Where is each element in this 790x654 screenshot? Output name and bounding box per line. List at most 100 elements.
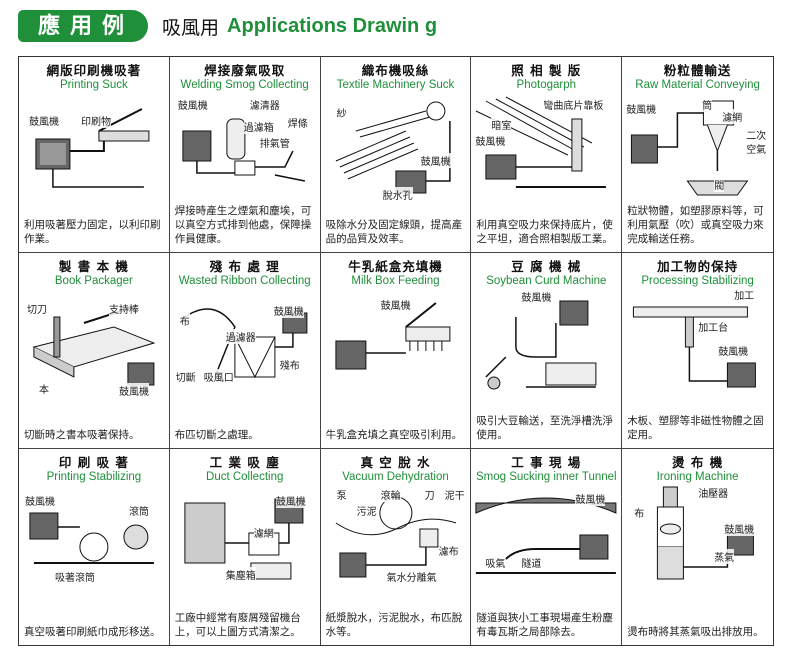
cell-description: 燙布時將其蒸氣吸出排放用。 (627, 626, 764, 638)
label-filter-cloth: 濾布 (438, 543, 459, 558)
label-cloth: 布 (634, 505, 645, 520)
label-scrap-cloth: 殘布 (279, 357, 300, 372)
cell-description: 粒狀物體，如塑膠原料等，可利用氣壓（吹）或真空吸力來完成輸送任務。 (627, 205, 764, 245)
label-blower: 鼓風機 (475, 133, 506, 148)
label-blower: 鼓風機 (626, 101, 657, 116)
label-dust-box: 集塵箱 (225, 567, 256, 582)
cell-title-en: Textile Machinery Suck (336, 79, 455, 91)
label-blower: 鼓風機 (380, 297, 411, 312)
cell-title-zh: 製 書 本 機 (58, 259, 129, 274)
label-tunnel: 隧道 (521, 555, 542, 570)
cell-description: 工廠中經常有廢屑殘留機台上，可以上圖方式清潔之。 (174, 612, 301, 638)
label-blower: 鼓風機 (273, 303, 304, 318)
milk-box-illustration (325, 287, 467, 397)
label-blower: 鼓風機 (718, 343, 749, 358)
label-welding-rod: 焊條 (287, 115, 308, 130)
label-book: 本 (39, 381, 49, 396)
cell-title-zh: 加工物的保持 (657, 259, 739, 274)
label-workpiece: 加工 (734, 287, 755, 302)
cell-raw-material: 粉粒體輸送 Raw Material Conveying 筒 鼓風機 濾網 二次… (622, 57, 773, 253)
label-yarn: 紗 (336, 105, 347, 120)
cell-title-zh: 印 刷 吸 著 (58, 455, 129, 470)
header-title-zh: 吸風用 (162, 16, 220, 39)
cell-photograph: 照 相 製 版 Photogarph 彎曲底片靠板 暗室 鼓風機 利用真空吸力來… (471, 57, 623, 253)
cell-title-zh: 網版印刷機吸著 (46, 63, 142, 78)
label-steam: 蒸氣 (714, 549, 735, 564)
label-cylinder: 筒 (702, 97, 713, 112)
label-blade: 刀 (424, 487, 435, 502)
cell-title-en: Welding Smog Collecting (180, 79, 309, 91)
cell-title-en: Raw Material Conveying (635, 79, 760, 91)
page-header: 應用例 吸風用 Applications Drawin g (18, 8, 437, 44)
label-air: 空氣 (746, 141, 767, 156)
cell-title-en: Wasted Ribbon Collecting (178, 275, 311, 287)
cell-title-en: Processing Stabilizing (641, 275, 754, 287)
label-secondary: 二次 (746, 127, 767, 142)
cell-vacuum-dehydration: 真 空 脫 水 Vacuum Dehydration 泵 滾輪 刀 泥干 污泥 … (321, 449, 472, 645)
cell-wasted-ribbon: 殘 布 處 理 Wasted Ribbon Collecting 鼓風機 布 過… (169, 253, 321, 449)
cell-title-en: Soybean Curd Machine (486, 275, 607, 287)
cell-title-en: Ironing Machine (656, 471, 739, 483)
label-blower: 鼓風機 (119, 383, 149, 398)
cell-title-zh: 焊接廢氣吸取 (204, 63, 286, 78)
label-roller: 滾筒 (129, 503, 149, 518)
cell-title-en: Milk Box Feeding (351, 275, 440, 287)
label-print-material: 印刷物 (81, 113, 111, 128)
cell-description: 吸引大豆輸送，至洗淨槽洗淨使用。 (476, 415, 613, 441)
cell-title-zh: 真 空 脫 水 (360, 455, 431, 470)
wasted-ribbon-illustration (174, 287, 316, 397)
label-blower: 鼓風機 (575, 491, 606, 506)
label-filter: 濾清器 (249, 97, 280, 112)
cell-processing-stabilizing: 加工物的保持 Processing Stabilizing 加工 加工台 鼓風機… (622, 253, 773, 449)
cell-book-packager: 製 書 本 機 Book Packager 切刀 支持棒 本 鼓風機 切斷時之書… (19, 253, 170, 449)
label-cut: 切斷 (175, 369, 196, 384)
cell-duct-collecting: 工 業 吸 塵 Duct Collecting 鼓風機 濾網 集塵箱 工廠中經常… (170, 449, 321, 645)
label-separator: 氣水分離氣 (386, 569, 437, 584)
label-support-rod: 支持棒 (109, 301, 139, 316)
section-badge: 應用例 (18, 10, 149, 42)
cell-title-en: Photogarph (516, 79, 577, 91)
cell-title-zh: 粉粒體輸送 (663, 63, 732, 78)
vacuum-dehydration-illustration (325, 483, 467, 593)
cell-description: 真空吸著印刷紙巾成形移送。 (24, 626, 161, 638)
label-worktable: 加工台 (698, 319, 729, 334)
label-blower: 鼓風機 (25, 493, 55, 508)
cell-description: 焊接時產生之煙氣和塵埃，可以真空方式排到他處，保障操作員健康。 (174, 205, 312, 245)
label-drain-hole: 脫水孔 (382, 187, 413, 202)
label-blower: 鼓風機 (29, 113, 59, 128)
textile-suck-illustration (325, 91, 467, 201)
cell-tunnel: 工 事 現 場 Smog Sucking inner Tunnel 鼓風機 吸氣… (471, 449, 623, 645)
cell-title-zh: 照 相 製 版 (511, 63, 582, 78)
label-filter-mesh: 濾網 (722, 109, 743, 124)
label-filter-mesh: 濾網 (253, 525, 274, 540)
label-suction-roller: 吸著滾筒 (55, 569, 95, 584)
cell-description: 布匹切斷之處理。 (174, 429, 259, 441)
cell-description: 木板、塑膠等非磁性物體之固定用。 (627, 415, 764, 441)
cell-printing-suck: 網版印刷機吸著 Printing Suck 鼓風機 印刷物 利用吸著壓力固定，以… (19, 57, 170, 253)
cell-title-en: Smog Sucking inner Tunnel (475, 471, 617, 483)
cell-printing-stabilizing: 印 刷 吸 著 Printing Stabilizing 鼓風機 滾筒 吸著滾筒… (19, 449, 170, 645)
label-hydraulic-press: 油壓器 (698, 485, 729, 500)
processing-stabilizing-illustration (626, 287, 769, 397)
label-valve: 閥 (714, 177, 725, 192)
cell-title-zh: 工 業 吸 塵 (209, 455, 280, 470)
cell-description: 利用吸著壓力固定，以利印刷作業。 (24, 219, 161, 245)
label-darkroom: 暗室 (491, 117, 512, 132)
cell-title-zh: 工 事 現 場 (511, 455, 582, 470)
label-blower: 鼓風機 (521, 289, 552, 304)
label-cutter: 切刀 (27, 301, 47, 316)
cell-milk-box: 牛乳紙盒充填機 Milk Box Feeding 鼓風機 牛乳盒充填之真空吸引利… (320, 253, 472, 449)
label-suction: 吸氣 (485, 555, 506, 570)
cell-description: 紙漿脫水，污泥脫水，布匹脫水等。 (325, 612, 463, 638)
ironing-machine-illustration (626, 483, 769, 593)
photograph-illustration (475, 91, 617, 201)
label-blower: 鼓風機 (177, 97, 208, 112)
cell-ironing-machine: 燙 布 機 Ironing Machine 油壓器 布 鼓風機 蒸氣 燙布時將其… (622, 449, 773, 645)
cell-title-en: Printing Suck (60, 79, 128, 91)
label-blower: 鼓風機 (724, 521, 755, 536)
cell-title-en: Book Packager (54, 275, 133, 287)
label-dry-sludge: 泥干 (444, 487, 465, 502)
cell-description: 切斷時之書本吸著保持。 (24, 429, 140, 441)
book-packager-illustration (23, 287, 165, 397)
cell-title-zh: 牛乳紙盒充填機 (348, 259, 443, 274)
